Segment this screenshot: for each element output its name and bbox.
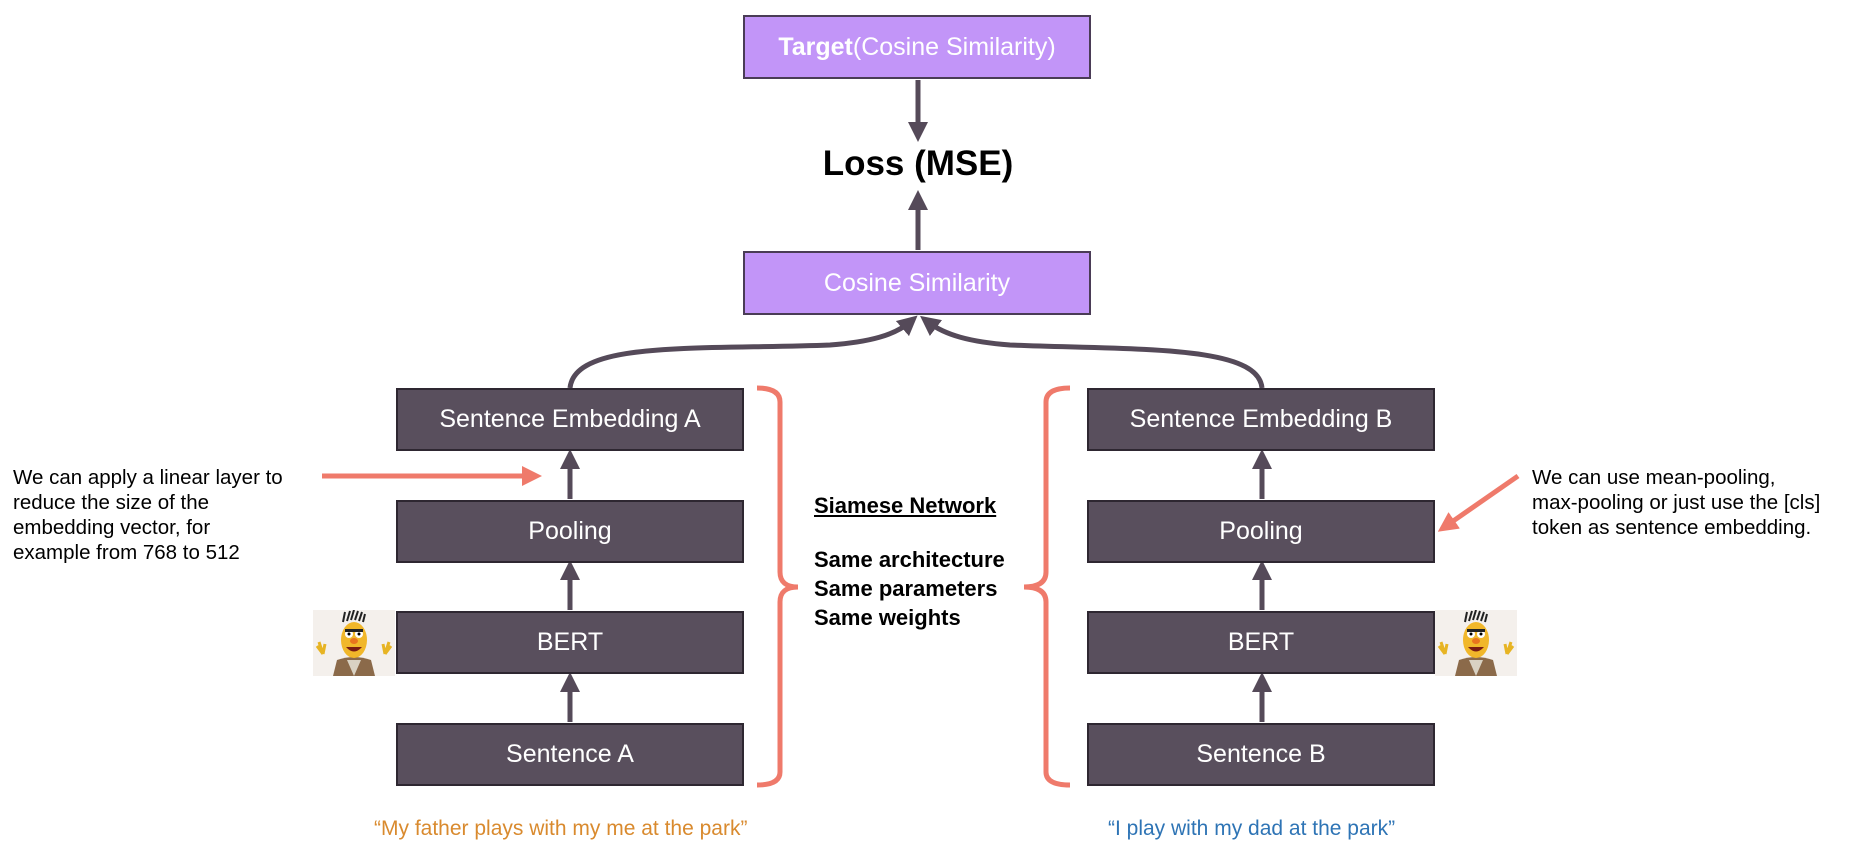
sentence-a-quote: “My father plays with my me at the park” xyxy=(374,817,748,840)
pooling-b-box: Pooling xyxy=(1087,500,1435,563)
arrow-embedding-a-to-cosine xyxy=(567,315,918,389)
siamese-network-label: Siamese Network Same architecture Same p… xyxy=(814,493,1044,632)
bert-mascot-icon xyxy=(313,610,395,676)
sentence-a-box: Sentence A xyxy=(396,723,744,786)
bracket-left xyxy=(756,385,799,788)
target-bold-label: Target xyxy=(778,32,853,61)
siamese-line-weights: Same weights xyxy=(814,605,961,630)
sentence-b-box: Sentence B xyxy=(1087,723,1435,786)
sentence-b-quote: “I play with my dad at the park” xyxy=(1108,817,1396,840)
pooling-a-box: Pooling xyxy=(396,500,744,563)
siamese-line-architecture: Same architecture xyxy=(814,547,1005,572)
siamese-network-title: Siamese Network xyxy=(814,493,997,518)
bert-b-box: BERT xyxy=(1087,611,1435,674)
bert-a-box: BERT xyxy=(396,611,744,674)
target-box: Target (Cosine Similarity) xyxy=(743,15,1091,79)
sentence-embedding-b-box: Sentence Embedding B xyxy=(1087,388,1435,451)
annotation-arrow-right xyxy=(1437,473,1520,532)
bert-mascot-icon xyxy=(1435,610,1517,676)
arrow-embedding-b-to-cosine xyxy=(920,315,1265,389)
loss-label: Loss (MSE) xyxy=(822,144,1014,183)
siamese-line-parameters: Same parameters xyxy=(814,576,998,601)
bracket-right xyxy=(1023,385,1071,788)
pooling-note: We can use mean-pooling, max-pooling or … xyxy=(1532,466,1821,539)
cosine-similarity-box: Cosine Similarity xyxy=(743,251,1091,315)
target-label-rest: (Cosine Similarity) xyxy=(852,32,1056,61)
sentence-embedding-a-box: Sentence Embedding A xyxy=(396,388,744,451)
linear-layer-note: We can apply a linear layer to reduce th… xyxy=(13,466,283,564)
